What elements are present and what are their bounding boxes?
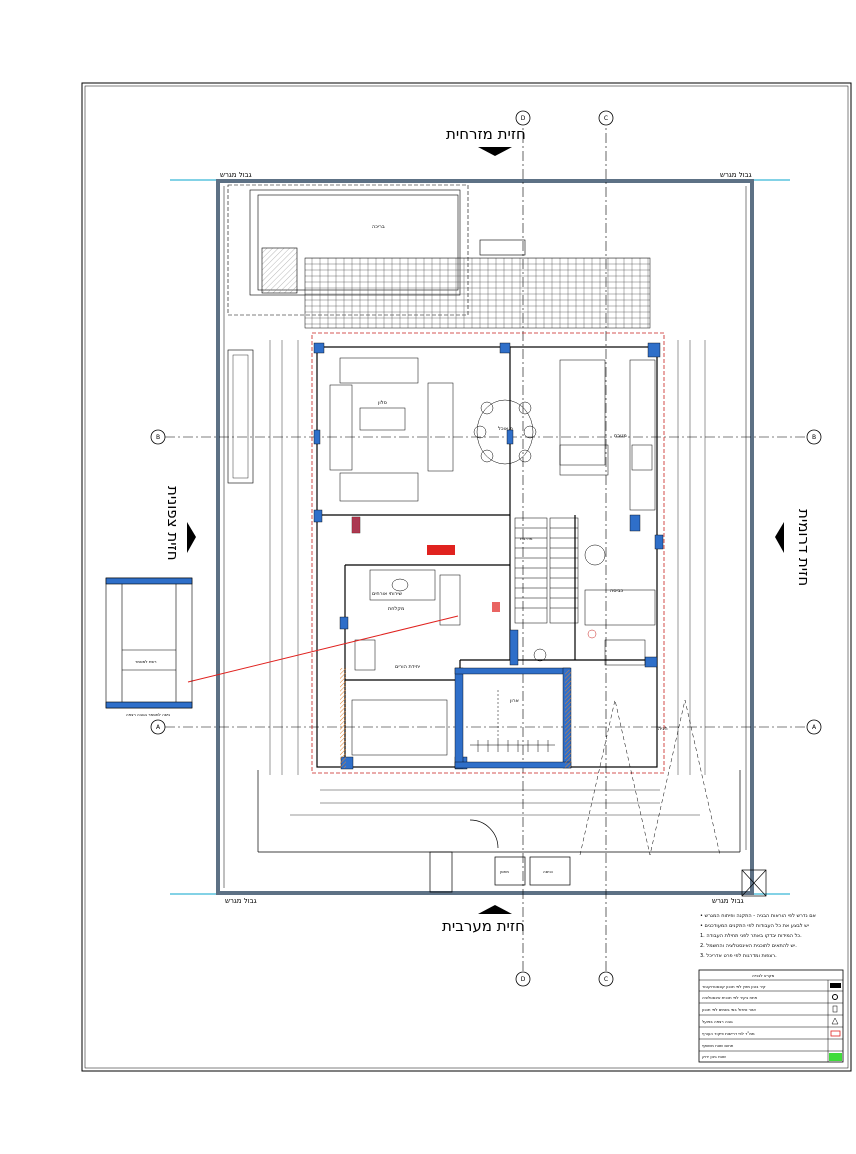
room-label-parents-unit: יחידת הורים	[395, 664, 420, 670]
grid-bubble-icon	[806, 719, 822, 735]
sheet-frame-outer	[81, 82, 852, 1072]
pergola-deck	[304, 257, 651, 329]
note-line: • אם נדרש לפי הוראות הבניה - התקנה ופיתו…	[700, 913, 816, 919]
elevation-east-label: חזית מזרחית	[446, 125, 526, 143]
detail-leader-line	[187, 615, 459, 683]
concrete-walls	[313, 342, 664, 770]
grid-label: B	[156, 434, 160, 441]
room-label-kitchen: מטבח	[614, 433, 627, 439]
room-label-shower: מקלחת	[388, 606, 404, 612]
room-label-guest-wc: שירותי אורחים	[372, 591, 403, 597]
note-line: 1. כל המידות יבדקו באתר לפני תחילת העבוד…	[700, 933, 802, 939]
detail-section	[105, 577, 193, 709]
grid-label: C	[604, 976, 608, 983]
room-label-parking: חניה	[658, 726, 668, 732]
grid-label: A	[156, 724, 161, 731]
room-label-dining: פ.אוכל	[498, 426, 513, 432]
detail-label: רשת למסמר	[135, 659, 157, 664]
room-label-wardrobe: ארון	[510, 698, 519, 704]
red-marker-small	[492, 602, 500, 612]
building-outline	[311, 332, 665, 774]
room-label-laundry: כביסה	[610, 588, 624, 594]
legend-row: פתח בקיר לפי תכנית אינסטלציה	[702, 995, 758, 1000]
pool-area	[227, 184, 526, 316]
stairs	[514, 517, 579, 624]
grid-bubbles	[150, 110, 822, 987]
room-label-storage: מחסן	[500, 869, 509, 874]
grid-label: A	[812, 724, 817, 731]
grid-label: D	[521, 976, 526, 983]
legend-row: ממ"ד לפי דרישות פיקוד העורף	[702, 1031, 755, 1036]
legend-row: גובה רצפה בפועל	[702, 1019, 733, 1024]
grid-label: C	[604, 115, 608, 122]
legend-swatch-wall	[830, 983, 841, 988]
boundary-label-top-left: גבול מגרש	[220, 171, 252, 179]
dimension-lines	[269, 340, 706, 816]
boundary-label-bottom-right: גבול מגרש	[712, 897, 744, 905]
grid-axes	[165, 115, 810, 975]
parents-unit	[351, 639, 448, 756]
legend-swatch-drain	[832, 1005, 838, 1013]
grid-bubble-icon	[515, 110, 531, 126]
detail-caption: גישה למסמר בגובה רצפה	[126, 712, 170, 717]
garden-path	[227, 349, 254, 484]
grid-bubble-icon	[806, 429, 822, 445]
north-arrow-icon	[187, 522, 196, 553]
room-label-entrance: כניסה	[543, 869, 553, 874]
gate-icon	[741, 869, 767, 897]
red-marker	[352, 517, 360, 533]
salon-furniture	[329, 357, 537, 502]
plot-perimeter-wall	[216, 179, 754, 895]
legend-table: מקרא לבנייה קיר בטון מזוין לפי תכנון קונ…	[698, 969, 844, 1063]
room-label-salon: סלון	[378, 400, 387, 406]
legend-row: אזור טיפול במי גשמים לפי תכנון	[702, 1007, 756, 1012]
legend-swatch-level-icon	[831, 1017, 839, 1025]
grid-bubble-icon	[150, 429, 166, 445]
grid-label: B	[812, 434, 816, 441]
legend-swatch-shelter	[830, 1030, 841, 1037]
wardrobe-hangers	[470, 690, 555, 752]
legend-row: תחום שטח משותף	[702, 1043, 734, 1048]
grid-bubble-icon	[598, 971, 614, 987]
note-line: 2. יש להתאים לתוכנית האינסטלציה והחשמל.	[700, 943, 797, 949]
grid-bubble-icon	[515, 971, 531, 987]
red-stamp	[427, 545, 455, 555]
legend-swatch-opening-icon	[832, 994, 838, 1000]
bathroom-fixtures	[369, 544, 656, 666]
boundary-label-top-right: גבול מגרש	[720, 171, 752, 179]
legend-row: שטח גינון ירוק	[702, 1054, 726, 1059]
note-line: 3. רצפות ומדרגות לפי פרט אדריכל.	[700, 953, 777, 959]
elevation-south-label: חזית דרומית	[795, 509, 813, 586]
legend-swatch-green	[829, 1053, 842, 1061]
grid-bubble-icon	[150, 719, 166, 735]
parking-zone	[579, 699, 721, 856]
notes-block: • אם נדרש לפי הוראות הבניה - התקנה ופיתו…	[700, 913, 816, 959]
room-label-pool: בריכה	[372, 224, 385, 230]
legend-row: קיר בטון מזוין לפי תכנון קונסטרוקטור	[702, 984, 766, 989]
orange-hatch-wall-right	[565, 670, 571, 768]
grid-label: D	[521, 115, 526, 122]
elevation-north-label: חזית צפונית	[164, 486, 182, 561]
north-arrow-icon	[478, 147, 512, 156]
sheet-frame-inner	[84, 85, 849, 1069]
room-label-stairs: מדרגות	[520, 536, 533, 541]
north-arrow-icon	[478, 905, 512, 914]
boundary-label-bottom-left: גבול מגרש	[225, 897, 257, 905]
north-arrow-icon	[775, 522, 784, 553]
legend-title: מקרא לבנייה	[752, 973, 775, 978]
grid-bubble-icon	[598, 110, 614, 126]
entrance-area	[257, 770, 741, 893]
elevation-west-label: חזית מערבית	[442, 917, 525, 935]
main-walls	[316, 346, 658, 768]
garden-path-inner	[232, 354, 249, 479]
note-line: • יש לבצע את כל העבודות לפי התקנים המעוד…	[700, 923, 809, 929]
kitchen-block	[559, 359, 656, 511]
orange-hatch-wall-left	[340, 668, 346, 768]
